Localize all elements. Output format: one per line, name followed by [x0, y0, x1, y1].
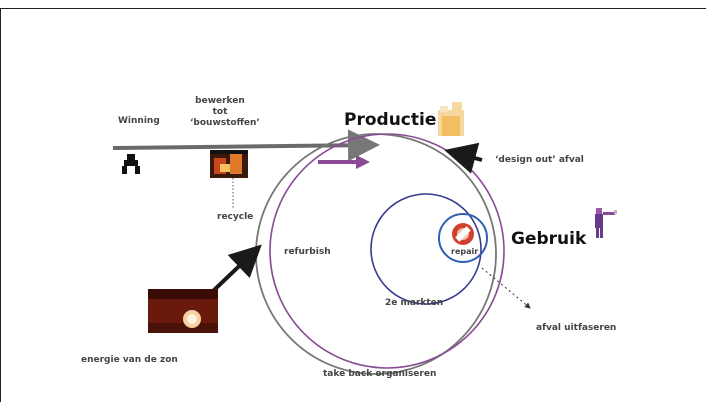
refurbish-loop: [269, 133, 505, 369]
bewerken-label: bewerken tot ‘bouwstoffen’: [190, 96, 260, 129]
afval-uitfaseren-label: afval uitfaseren: [536, 323, 617, 333]
slide-frame: [0, 8, 706, 402]
mining-icon: [122, 154, 140, 174]
repair-label: repair: [451, 247, 479, 256]
sun-icon: [148, 289, 218, 333]
recycle-label: recycle: [217, 212, 254, 222]
take-back-label: take back organiseren: [323, 369, 437, 379]
bewerken-line-3: ‘bouwstoffen’: [190, 118, 260, 128]
design-out-label: ‘design out’ afval: [495, 155, 584, 165]
bewerken-line-2: tot: [212, 107, 228, 117]
gebruik-label: Gebruik: [511, 229, 587, 249]
repair-icon: [452, 223, 474, 245]
refurbish-label: refurbish: [284, 247, 331, 257]
second-markets-label: 2e markten: [385, 298, 444, 308]
person-icon: [595, 208, 617, 238]
afval-uitfaseren-arrow: [481, 267, 531, 309]
furnace-icon: [210, 150, 248, 178]
energie-label: energie van de zon: [81, 355, 178, 365]
design-out-arrow: [444, 142, 483, 174]
production-inflow-arrowhead: [356, 155, 370, 169]
energy-arrow: [210, 244, 262, 294]
winning-label: Winning: [118, 116, 160, 126]
productie-label: Productie: [344, 110, 437, 130]
bewerken-line-1: bewerken: [195, 96, 245, 106]
factory-icon: [438, 102, 464, 136]
supply-chain-arrow: [112, 129, 380, 162]
second-markets-loop: [370, 193, 482, 305]
repair-loop: [438, 213, 488, 263]
